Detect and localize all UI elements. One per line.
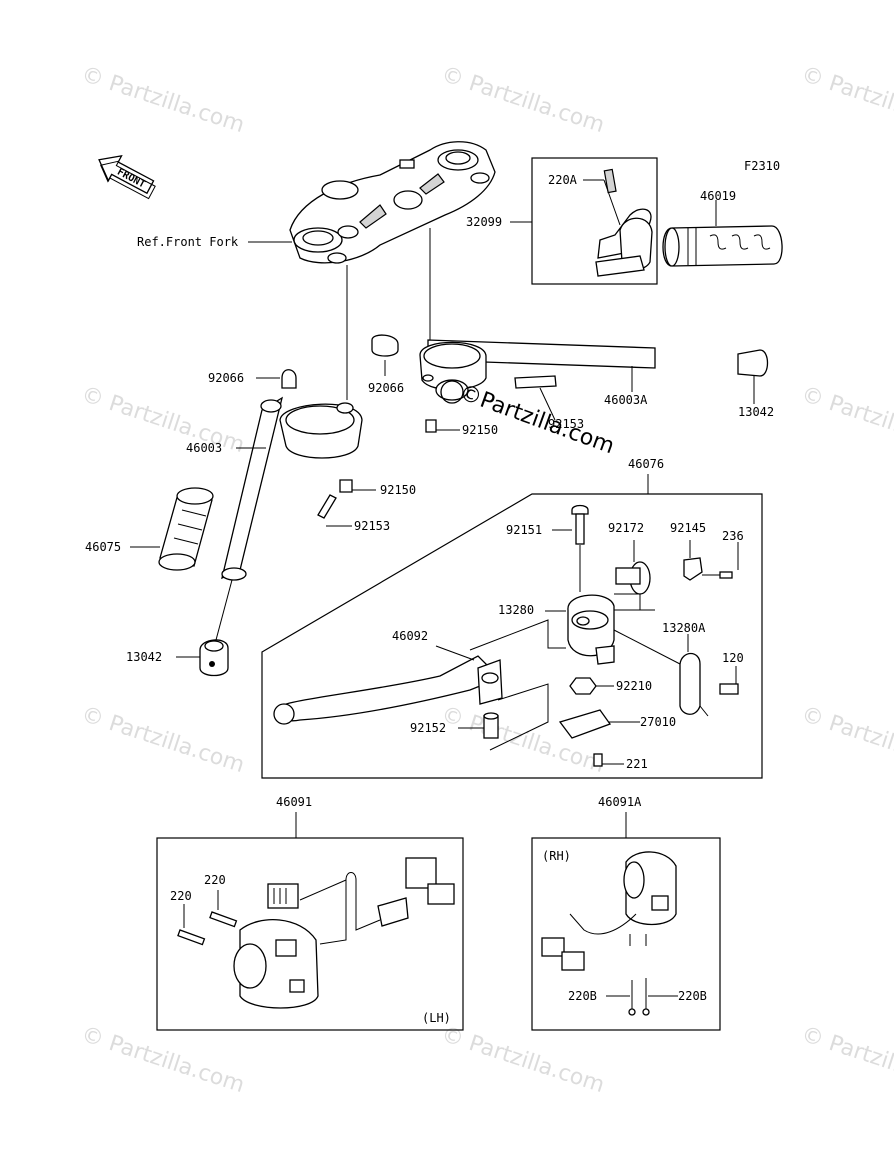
left-switch-assembly — [177, 857, 455, 1009]
watermark: © Partzilla.com — [78, 702, 247, 778]
label-13280: 13280 — [498, 603, 534, 617]
label-220B-left: 220B — [568, 989, 597, 1003]
label-220A: 220A — [548, 173, 578, 187]
label-92066-left: 92066 — [208, 371, 244, 385]
watermark: © Partzilla.com — [798, 1022, 894, 1098]
label-46091: 46091 — [276, 795, 312, 809]
watermark: © Partzilla.com — [438, 702, 607, 778]
label-27010: 27010 — [640, 715, 676, 729]
label-ref-front-fork: Ref.Front Fork — [137, 235, 239, 249]
left-switch-group-box — [156, 837, 464, 1031]
label-13042-left: 13042 — [126, 650, 162, 664]
label-92145: 92145 — [670, 521, 706, 535]
figure-code: F2310 — [744, 159, 780, 173]
label-46003A: 46003A — [604, 393, 648, 407]
right-switch-assembly — [541, 851, 677, 1016]
left-bar-end — [199, 639, 229, 677]
label-92172: 92172 — [608, 521, 644, 535]
label-92210: 92210 — [616, 679, 652, 693]
label-46075: 46075 — [85, 540, 121, 554]
watermark: © Partzilla.com — [78, 62, 247, 138]
label-92153-top: 92153 — [548, 417, 584, 431]
throttle-grip-assembly — [595, 168, 653, 277]
left-grip — [158, 487, 214, 571]
right-handlebar — [371, 334, 769, 433]
left-handlebar — [221, 369, 363, 581]
label-236: 236 — [722, 529, 744, 543]
center-watermark: ©Partzilla.com — [440, 380, 618, 459]
watermark: © Partzilla.com — [438, 62, 607, 138]
label-220-b: 220 — [170, 889, 192, 903]
label-46019: 46019 — [700, 189, 736, 203]
leader-line — [215, 579, 233, 641]
leader-line — [699, 705, 709, 717]
throttle-group-box — [531, 157, 658, 285]
top-triple-clamp — [289, 141, 496, 264]
label-92150-left: 92150 — [380, 483, 416, 497]
watermark: © Partzilla.com — [798, 62, 894, 138]
label-rh: (RH) — [542, 849, 571, 863]
watermark: © Partzilla.com — [78, 1022, 247, 1098]
label-46092: 46092 — [392, 629, 428, 643]
label-92150-top: 92150 — [462, 423, 498, 437]
leader-line — [613, 629, 681, 665]
watermark: © Partzilla.com — [438, 1022, 607, 1098]
label-120: 120 — [722, 651, 744, 665]
label-lh: (LH) — [422, 1011, 451, 1025]
label-92152: 92152 — [410, 721, 446, 735]
label-46076: 46076 — [628, 457, 664, 471]
label-92066-right: 92066 — [368, 381, 404, 395]
label-32099: 32099 — [466, 215, 502, 229]
label-220-a: 220 — [204, 873, 226, 887]
label-220B-right: 220B — [678, 989, 707, 1003]
label-92151: 92151 — [506, 523, 542, 537]
label-46091A: 46091A — [598, 795, 642, 809]
label-13280A: 13280A — [662, 621, 706, 635]
clutch-lever-assembly — [273, 504, 739, 767]
leader-line — [539, 387, 556, 421]
svg-text:©Partzilla.com: ©Partzilla.com — [456, 380, 618, 459]
leader-line — [489, 683, 549, 751]
front-arrow-icon: FRONT — [98, 155, 156, 200]
watermark: © Partzilla.com — [798, 382, 894, 458]
label-13042-right: 13042 — [738, 405, 774, 419]
label-46003: 46003 — [186, 441, 222, 455]
label-221: 221 — [626, 757, 648, 771]
clutch-lever-group-box — [261, 493, 763, 779]
label-92153-left: 92153 — [354, 519, 390, 533]
leader-line — [435, 645, 475, 661]
right-grip — [662, 225, 783, 267]
leader-line — [469, 619, 566, 651]
watermark: © Partzilla.com — [798, 702, 894, 778]
